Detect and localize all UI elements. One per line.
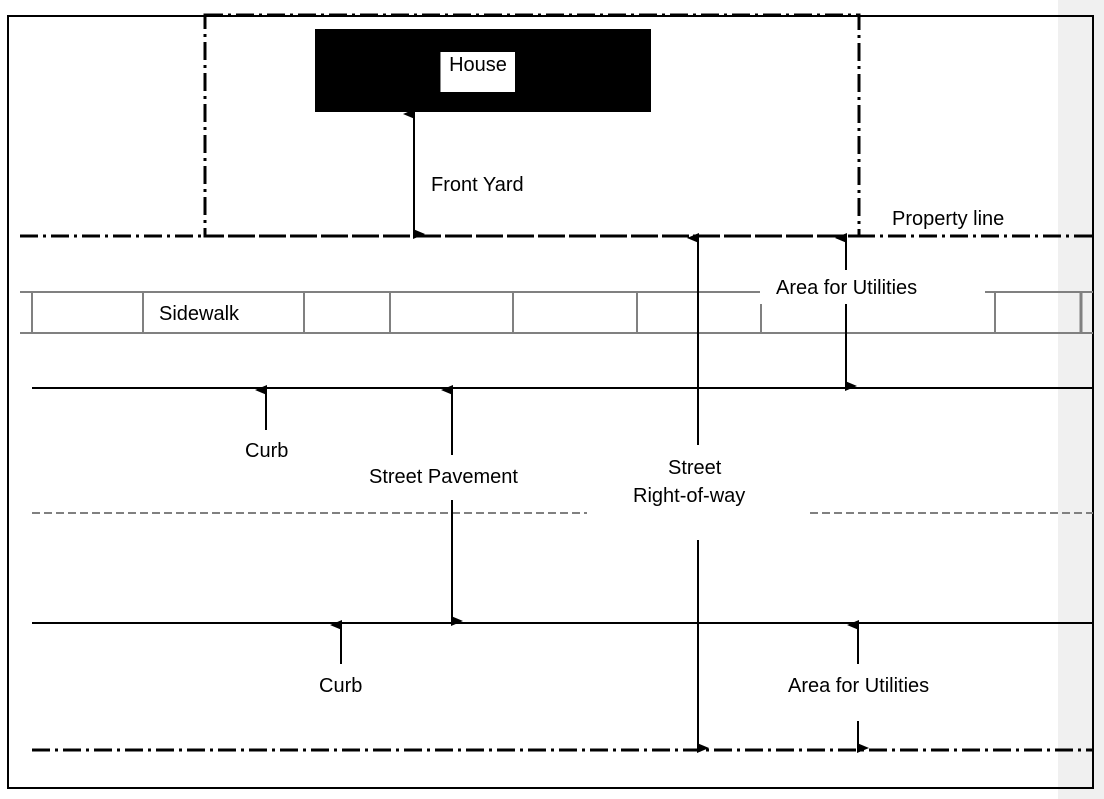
outer-frame xyxy=(7,15,1094,789)
street-row-label-line2: Right-of-way xyxy=(633,485,746,507)
street-row-label-line1: Street xyxy=(668,457,722,479)
property-line-label: Property line xyxy=(892,208,1005,230)
sidewalk-label: Sidewalk xyxy=(159,303,240,325)
curb-top-label: Curb xyxy=(245,440,289,462)
utilities-top-label: Area for Utilities xyxy=(768,277,926,299)
sidewalk xyxy=(20,291,1093,334)
street-pavement-label: Street Pavement xyxy=(369,466,518,488)
front-yard-label: Front Yard xyxy=(431,174,524,196)
curb-bottom-label: Curb xyxy=(319,675,363,697)
house-label: House xyxy=(440,52,515,92)
utilities-bottom-label: Area for Utilities xyxy=(788,675,930,697)
side-margin-strip xyxy=(1058,0,1104,799)
